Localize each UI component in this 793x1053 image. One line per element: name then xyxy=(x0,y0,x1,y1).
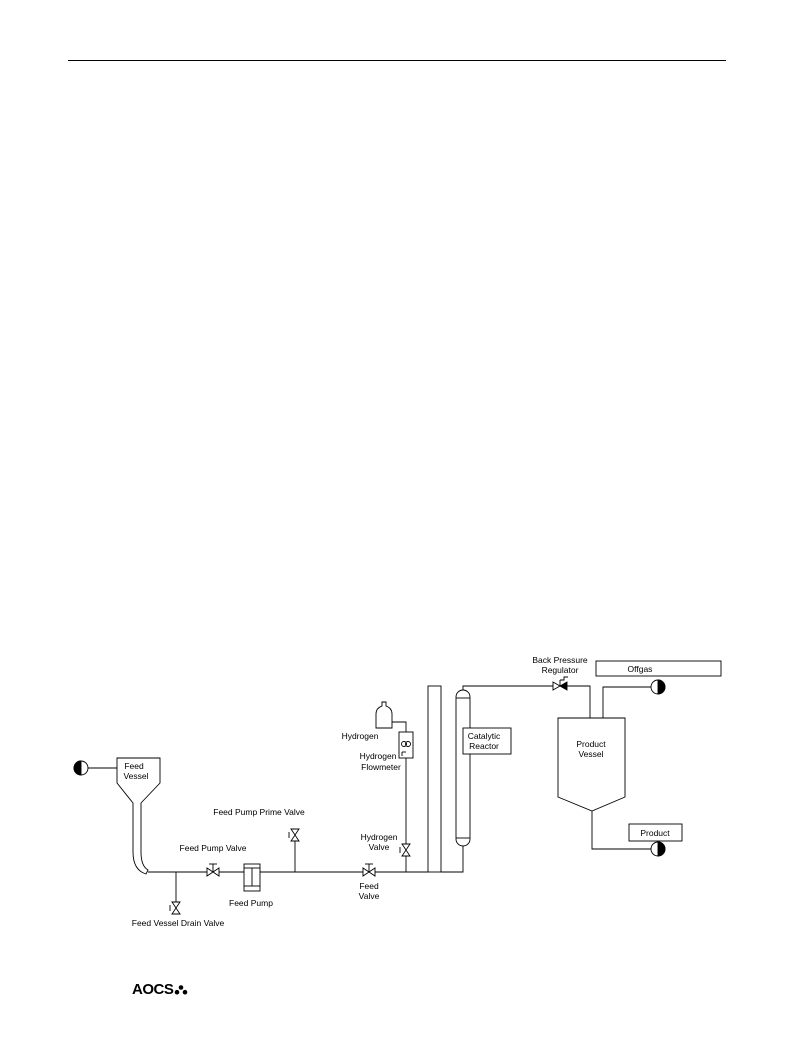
feed-vessel-drain-valve-label: Feed Vessel Drain Valve xyxy=(132,918,225,928)
hydrogen-line-1 xyxy=(392,721,407,732)
catalytic-reactor xyxy=(455,689,512,847)
reactor-outlet-line xyxy=(462,685,553,690)
feed-pump-label: Feed Pump xyxy=(229,898,273,908)
offgas-box xyxy=(595,660,722,677)
product-outlet-line xyxy=(591,811,651,850)
feed-pump-valve-label: Feed Pump Valve xyxy=(180,843,247,853)
feed-vessel-label-1: Feed xyxy=(124,761,144,771)
hydrogen-valve-label-2: Valve xyxy=(369,842,390,852)
hydrogen-flowmeter-label-2: Flowmeter xyxy=(361,762,401,772)
reactor-inlet-line xyxy=(441,846,464,873)
feed-pump-valve-icon xyxy=(206,863,220,877)
hydrogen-flowmeter-icon xyxy=(398,731,414,759)
offgas-label: Offgas xyxy=(628,664,653,674)
hydrogen-valve-icon xyxy=(399,843,411,857)
feed-vessel xyxy=(116,757,161,875)
preheater-column xyxy=(427,685,442,873)
feed-pump-icon xyxy=(243,863,261,892)
product-inlet-line xyxy=(567,685,591,718)
catalytic-reactor-label-1: Catalytic xyxy=(468,731,501,741)
feed-valve-label-1: Feed xyxy=(359,881,379,891)
feed-vessel-label-2: Vessel xyxy=(123,771,148,781)
header-rule xyxy=(68,60,726,61)
aocs-logo: AOCS xyxy=(132,981,174,998)
aocs-logo-mark-icon xyxy=(174,985,188,995)
hydrogen-cylinder-icon xyxy=(375,701,393,729)
catalytic-reactor-label-2: Reactor xyxy=(469,741,499,751)
product-instrument-icon xyxy=(650,841,666,857)
back-pressure-regulator-icon xyxy=(552,676,568,691)
product-vessel-label-2: Vessel xyxy=(578,749,603,759)
back-pressure-regulator-label-1: Back Pressure xyxy=(532,655,588,665)
product-vessel xyxy=(557,717,626,812)
feed-pump-prime-valve-icon xyxy=(288,828,300,842)
hydrogen-valve-label-1: Hydrogen xyxy=(361,832,398,842)
hydrogen-flowmeter-label-1: Hydrogen xyxy=(360,751,397,761)
feed-valve-icon xyxy=(362,863,376,877)
hydrogen-label: Hydrogen xyxy=(342,731,379,741)
feed-valve-label-2: Valve xyxy=(359,891,380,901)
feed-pump-prime-valve-label: Feed Pump Prime Valve xyxy=(213,807,305,817)
product-label: Product xyxy=(640,828,670,838)
product-box xyxy=(628,823,683,842)
feed-vessel-drain-valve-icon xyxy=(169,901,181,915)
offgas-instrument-icon xyxy=(650,679,666,695)
product-vessel-label-1: Product xyxy=(576,739,606,749)
feed-vessel-instrument-icon xyxy=(73,760,117,776)
offgas-line xyxy=(602,686,651,718)
back-pressure-regulator-label-2: Regulator xyxy=(542,665,579,675)
